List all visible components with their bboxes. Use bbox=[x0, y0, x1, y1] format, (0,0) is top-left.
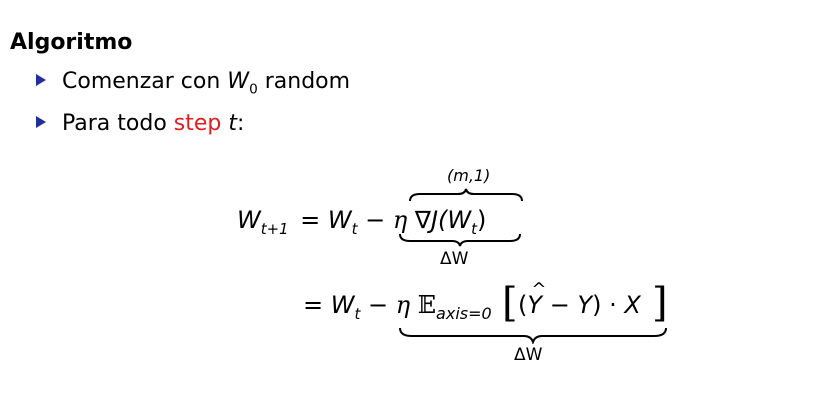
bullet-triangle-icon bbox=[36, 74, 46, 86]
overbrace-label: (m,1) bbox=[447, 166, 491, 185]
slide-title: Algoritmo bbox=[10, 30, 133, 55]
equation-line-1: Wt+1 = Wt − η ∇J(Wt) bbox=[237, 206, 487, 238]
bullet-item-2: Para todo step t: bbox=[36, 111, 244, 136]
bullet-text: Para todo bbox=[62, 111, 174, 136]
bullet-item-1: Comenzar con W0 random bbox=[36, 69, 351, 98]
bracket-close: ] bbox=[652, 280, 668, 326]
bracket-content: (^Y − Y) · X bbox=[518, 279, 641, 319]
bullet-tail: random bbox=[257, 69, 351, 94]
underbrace-1 bbox=[399, 233, 521, 247]
equation-line-2: = Wt − η 𝔼axis=0 bbox=[303, 291, 492, 323]
math-var-t: t bbox=[228, 111, 238, 136]
overbrace bbox=[409, 188, 523, 202]
bullet-triangle-icon bbox=[36, 116, 46, 128]
bullet-text: Comenzar con bbox=[62, 69, 228, 94]
bracket-open: [ bbox=[502, 280, 518, 326]
y-hat: ^Y bbox=[527, 279, 547, 319]
math-sub: 0 bbox=[249, 81, 258, 98]
bullet-tail: : bbox=[237, 111, 245, 136]
underbrace-label-1: ΔW bbox=[440, 249, 469, 269]
underbrace-2 bbox=[399, 327, 667, 344]
underbrace-label-2: ΔW bbox=[514, 345, 543, 365]
highlight-word: step bbox=[173, 111, 222, 136]
math-var-w: W bbox=[227, 69, 250, 94]
